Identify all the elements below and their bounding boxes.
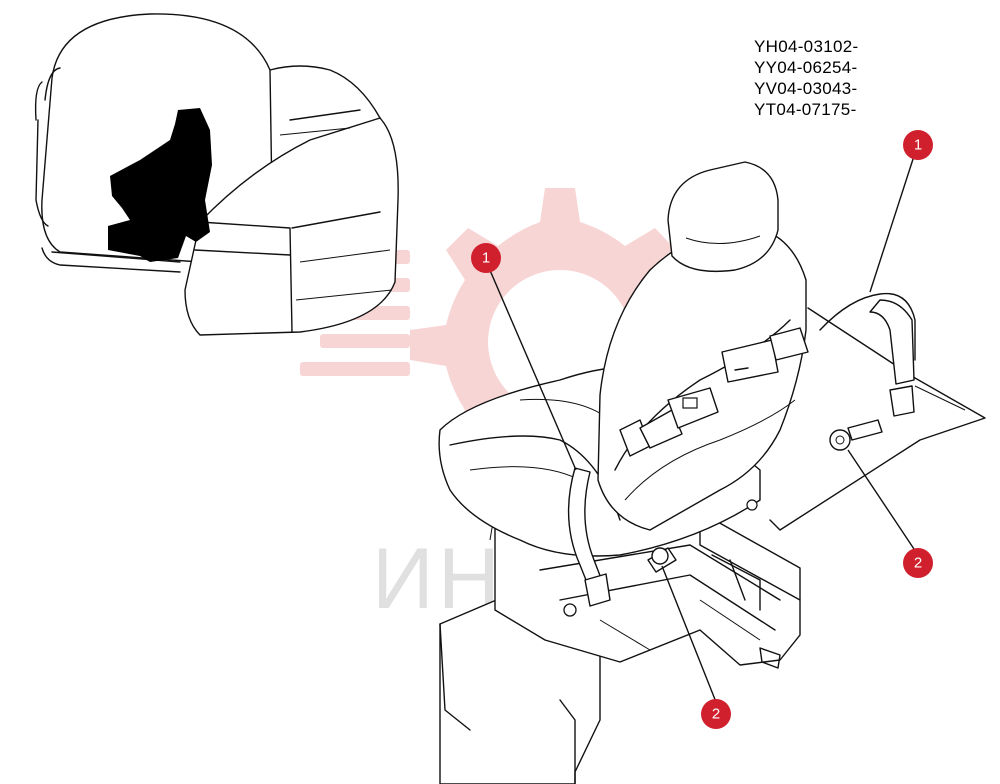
inset-highlight-region [108, 108, 212, 262]
callout-label: 2 [914, 555, 922, 572]
callout-label: 1 [914, 137, 922, 154]
leader-line-2-bottom [661, 565, 717, 703]
serial-number: YT04-07175- [754, 100, 857, 119]
callout-label: 1 [482, 250, 490, 267]
callout-1-right: 1 [903, 130, 933, 160]
leader-line-1-left [488, 267, 577, 471]
serial-number: YV04-03043- [754, 79, 858, 98]
leader-line-1-right [869, 155, 915, 293]
main-seat-drawing [438, 161, 986, 784]
serial-number: YH04-03102- [754, 37, 859, 56]
serial-number-list: YH04-03102- YY04-06254- YV04-03043- YT04… [754, 36, 858, 120]
leader-lines [488, 155, 919, 703]
serial-number: YY04-06254- [754, 58, 858, 77]
leader-line-2-right [847, 449, 919, 556]
callout-2-bottom: 2 [701, 699, 731, 729]
callout-1-left: 1 [471, 243, 501, 273]
callout-2-right: 2 [903, 548, 933, 578]
callout-label: 2 [712, 706, 720, 723]
inset-seat-drawing [34, 13, 399, 336]
